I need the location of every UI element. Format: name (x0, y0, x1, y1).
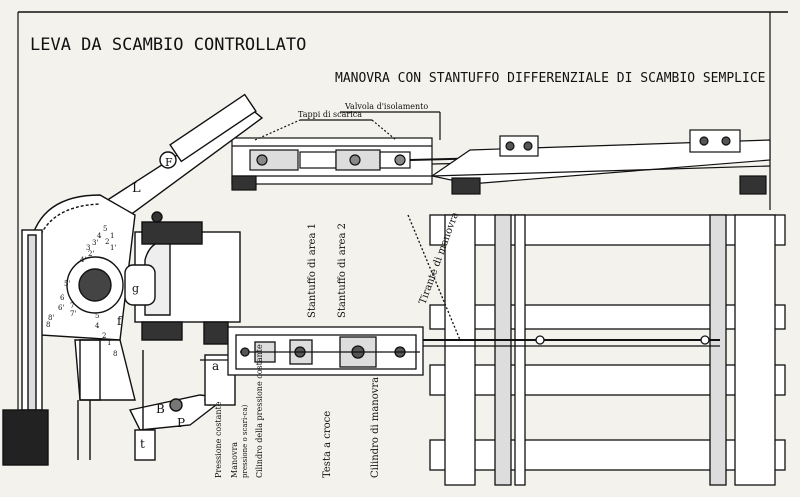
dial-num: 5 (103, 225, 107, 233)
label-manovra: Manovra (230, 442, 239, 478)
dial-num: 7 (70, 302, 74, 310)
dial-num: 2' (88, 250, 94, 258)
dial-num: 1' (110, 244, 116, 252)
page-frame (17, 11, 788, 410)
label-valvola: Valvola d'isolamento (344, 102, 428, 111)
dial-num: 1 (110, 232, 114, 240)
dial-num: 4 (97, 232, 102, 240)
dial-lower-num: 5 (95, 312, 99, 320)
letter-g: g (132, 282, 139, 295)
dial-num: 6' (58, 304, 64, 312)
label-stantuffo-area2: Stantuffo di area 2 (337, 223, 348, 318)
dial-num: 2 (105, 238, 109, 246)
label-testa-croce: Testa a croce (322, 411, 333, 478)
dial-num: 3' (92, 239, 98, 247)
dial-num: 8 (46, 321, 50, 329)
dial-num: 8' (48, 314, 54, 322)
subtitle: MANOVRA CON STANTUFFO DIFFERENZIALE DI S… (335, 71, 765, 86)
maneuver-cylinder (200, 326, 424, 376)
plan-view (407, 214, 786, 486)
dial-num: 7' (70, 310, 76, 318)
lever-mechanism (2, 93, 264, 466)
dial-lower-numbers: 5 4 2 1 8 (95, 312, 117, 358)
dial-numbers: 5 4 3' 2 1 6 6' 7 7' 8 8' 5' 2' 4' 3 1' (46, 225, 116, 329)
dial-num: 5' (64, 280, 70, 288)
label-tappi: Tappi di scarica (298, 110, 362, 119)
letter-P: P (177, 416, 185, 430)
label-pressione-scarica: pressione o scari-ca) (241, 404, 249, 478)
dial-lower-num: 1 (107, 339, 111, 347)
dial-num: 4' (80, 256, 86, 264)
label-cilindro-pressione: Cilindro della pressione costante (255, 344, 264, 478)
letter-L: L (132, 181, 141, 196)
dial-lower-num: 4 (95, 322, 100, 330)
dial-lower-num: 2 (102, 332, 106, 340)
letter-f: f (117, 314, 123, 328)
letter-B: B (156, 402, 165, 416)
dial-num: 6 (60, 294, 65, 302)
letter-t: t (140, 437, 145, 451)
label-cilindro-manovra: Cilindro di manovra (370, 377, 381, 478)
main-title: LEVA DA SCAMBIO CONTROLLATO (30, 35, 306, 55)
side-elevation (231, 111, 771, 195)
lever-letters: L F B P t a f g (117, 156, 219, 451)
label-pressione-costante: Pressione costante (214, 401, 223, 478)
label-stantuffo-area1: Stantuffo di area 1 (307, 223, 318, 318)
letter-F: F (165, 156, 173, 169)
letter-a: a (212, 359, 219, 373)
dial-lower-num: 8 (113, 350, 117, 358)
dial-num: 3 (86, 244, 90, 252)
